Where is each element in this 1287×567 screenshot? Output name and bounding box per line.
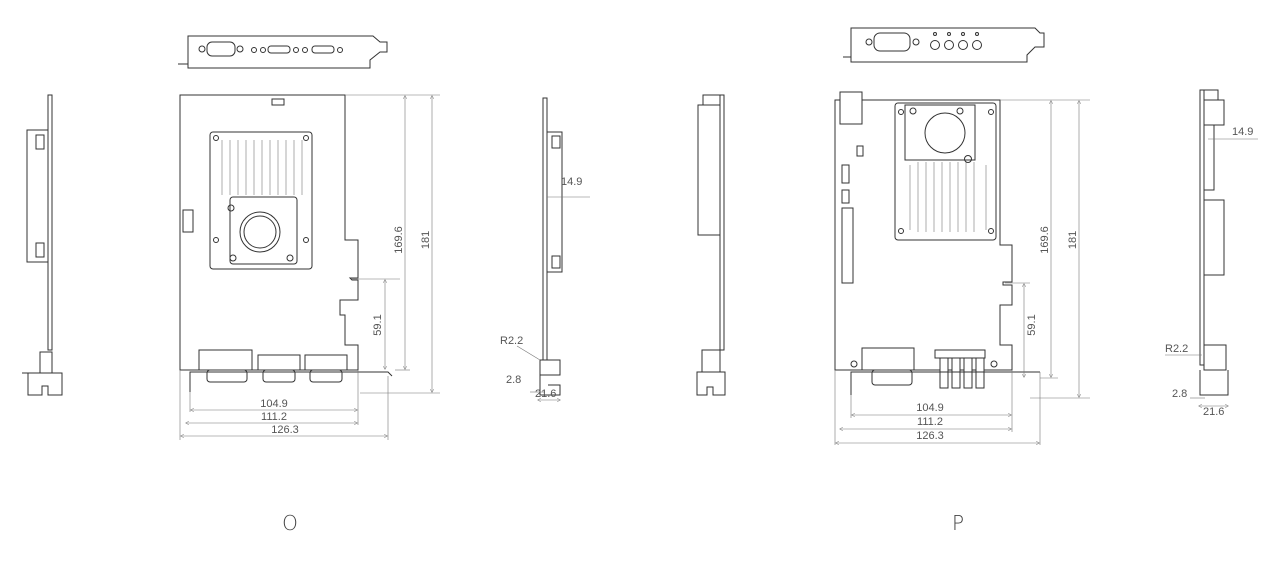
fan <box>924 112 966 154</box>
dim-r2-2: R2.2 <box>500 335 523 347</box>
dim-21-6: 21.6 <box>535 388 556 400</box>
dim-111-2: 111.2 <box>261 411 287 423</box>
bnc-connector <box>972 40 982 50</box>
dvi-connector <box>311 45 335 54</box>
dim-104-9: 104.9 <box>916 402 944 414</box>
bnc-connector <box>958 40 968 50</box>
dim-2-8: 2.8 <box>1172 388 1187 400</box>
figure-o: 104.9 111.2 126.3 169.6 181 59.1 14.9 R2… <box>22 35 590 535</box>
left-side-view <box>22 94 63 396</box>
right-side-view <box>516 97 590 400</box>
dim-14-9: 14.9 <box>561 176 582 188</box>
pin-header <box>841 207 854 284</box>
bracket-top-view <box>178 35 388 69</box>
dim-21-6: 21.6 <box>1203 406 1224 418</box>
pin-header <box>182 209 194 233</box>
dimension-lines <box>179 94 440 440</box>
dim-181: 181 <box>420 231 432 249</box>
figure-label: P <box>952 511 964 535</box>
figure-p: 104.9 111.2 126.3 169.6 181 59.1 14.9 R2… <box>696 27 1258 535</box>
dsub-connector <box>873 32 911 52</box>
dim-181: 181 <box>1067 231 1079 249</box>
board-top-view <box>179 94 393 392</box>
bnc-connector <box>930 40 940 50</box>
dim-126-3: 126.3 <box>271 424 299 436</box>
figure-label: O <box>282 511 298 535</box>
dim-59-1: 59.1 <box>372 314 384 335</box>
dimension-lines <box>834 99 1090 445</box>
dvi-connector <box>267 45 291 54</box>
bracket-top-view <box>843 27 1045 63</box>
dim-104-9: 104.9 <box>260 398 288 410</box>
db9-connector <box>206 41 236 57</box>
dim-2-8: 2.8 <box>506 374 521 386</box>
dim-14-9: 14.9 <box>1232 126 1253 138</box>
dim-169-6: 169.6 <box>393 226 405 254</box>
dim-r2-2: R2.2 <box>1165 343 1188 355</box>
bnc-connectors-side <box>939 357 985 389</box>
dim-59-1: 59.1 <box>1026 314 1038 335</box>
dim-169-6: 169.6 <box>1039 226 1051 254</box>
left-side-view <box>696 94 726 396</box>
bnc-connector <box>944 40 954 50</box>
board-top-view <box>834 91 1040 395</box>
dim-111-2: 111.2 <box>917 416 943 428</box>
dim-126-3: 126.3 <box>916 430 944 442</box>
fan <box>239 211 281 253</box>
right-side-view <box>1165 89 1258 406</box>
